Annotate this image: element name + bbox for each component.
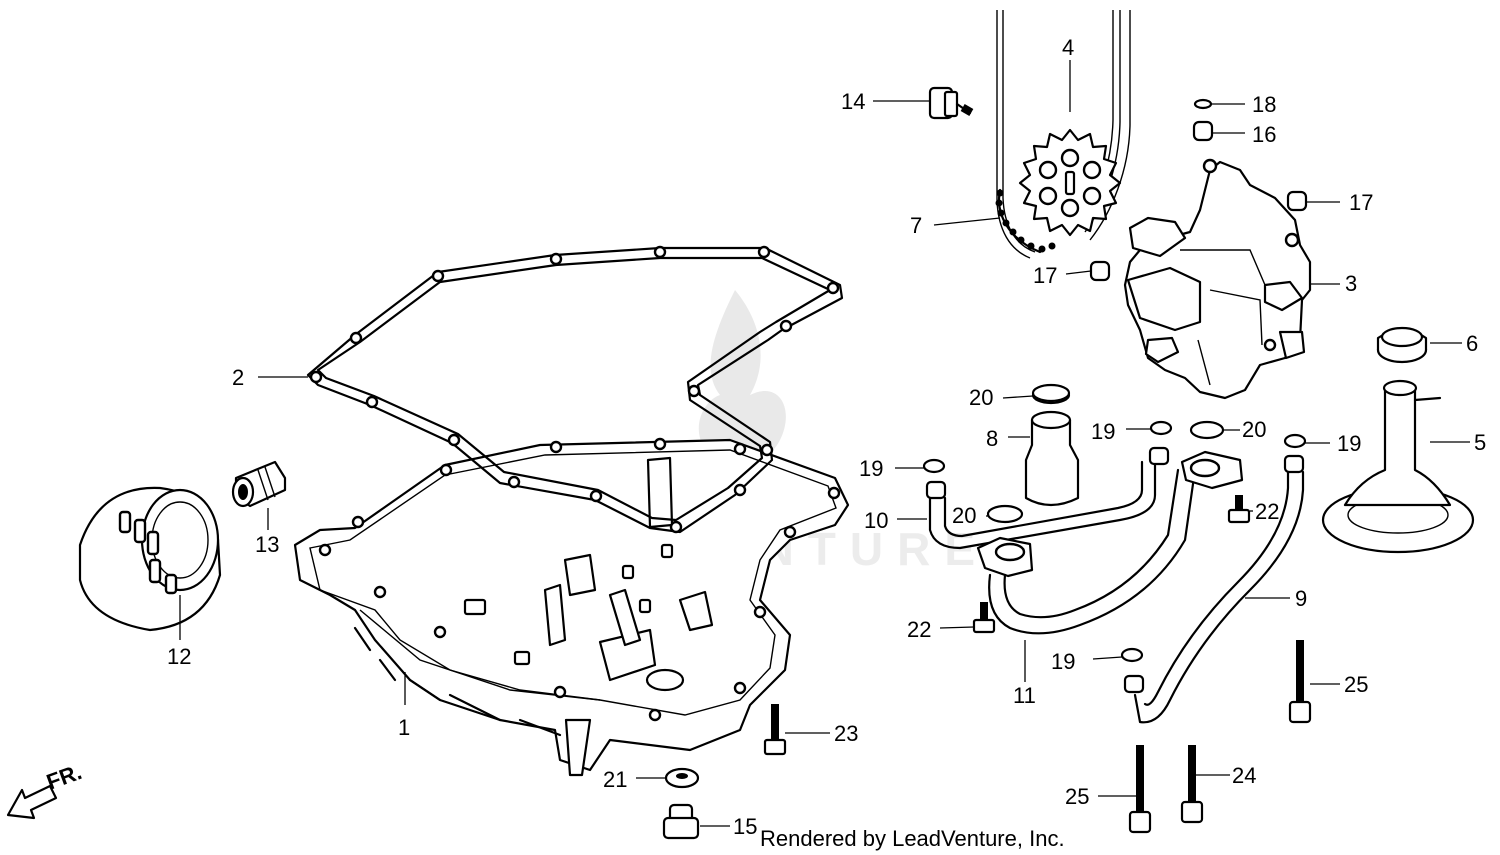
callout-7: 7 (910, 213, 922, 238)
callout-22-b: 22 (907, 617, 931, 642)
callout-16: 16 (1252, 122, 1276, 147)
callout-1: 1 (398, 715, 410, 740)
callout-25-right: 25 (1344, 672, 1368, 697)
part-3-oil-pump (1123, 158, 1312, 400)
part-11-oil-pipe (976, 450, 1244, 635)
callout-17-right: 17 (1349, 190, 1373, 215)
o-rings (922, 383, 1307, 663)
part-12-oil-filter (78, 486, 222, 632)
callout-11: 11 (1013, 683, 1036, 708)
front-direction-indicator: FR. (6, 759, 85, 820)
callout-3: 3 (1345, 271, 1357, 296)
callout-18: 18 (1252, 92, 1276, 117)
part-1-oil-pan (293, 437, 850, 777)
part-5-oil-strainer (1321, 379, 1475, 554)
part-14-oil-pressure-switch (928, 86, 974, 120)
callout-19-d: 19 (1051, 649, 1075, 674)
callout-25-bottom: 25 (1065, 784, 1089, 809)
callout-19-a: 19 (859, 456, 883, 481)
part-8-relief-valve (1024, 385, 1080, 507)
callout-23: 23 (834, 721, 858, 746)
callout-20-b: 20 (1242, 417, 1266, 442)
callout-19-b: 19 (1091, 419, 1115, 444)
callout-9: 9 (1295, 586, 1307, 611)
part-4-sprocket (1018, 128, 1122, 237)
bolts (763, 495, 1312, 834)
callout-22-a: 22 (1255, 499, 1279, 524)
callout-10: 10 (864, 508, 888, 533)
leader-lines (179, 60, 1470, 827)
front-label: FR. (43, 759, 85, 795)
part-10-oil-pipe (925, 446, 1170, 550)
callout-20-c: 20 (952, 503, 976, 528)
part-2-gasket (306, 245, 844, 534)
part-13-fitting (231, 460, 287, 508)
small-pins (1089, 98, 1308, 282)
callout-2: 2 (232, 365, 244, 390)
callout-13: 13 (255, 532, 279, 557)
callout-4: 4 (1062, 35, 1074, 60)
part-7-drive-chain (995, 188, 1056, 254)
washer-and-drain-plug (662, 767, 700, 840)
callout-5: 5 (1474, 430, 1486, 455)
part-9-oil-pipe (1123, 454, 1305, 724)
callout-14: 14 (841, 89, 865, 114)
part-6-cap (1376, 326, 1428, 364)
render-credit: Rendered by LeadVenture, Inc. (760, 826, 1065, 851)
callout-17-left: 17 (1033, 263, 1057, 288)
callouts: 1 2 3 4 5 6 7 8 9 10 11 12 13 14 15 16 1… (167, 35, 1486, 839)
callout-15: 15 (733, 814, 757, 839)
callout-8: 8 (986, 426, 998, 451)
callout-12: 12 (167, 644, 191, 669)
callout-20-a: 20 (969, 385, 993, 410)
callout-19-c: 19 (1337, 431, 1361, 456)
front-arrow-icon (6, 784, 58, 820)
callout-6: 6 (1466, 331, 1478, 356)
callout-24: 24 (1232, 763, 1256, 788)
callout-21: 21 (603, 767, 627, 792)
